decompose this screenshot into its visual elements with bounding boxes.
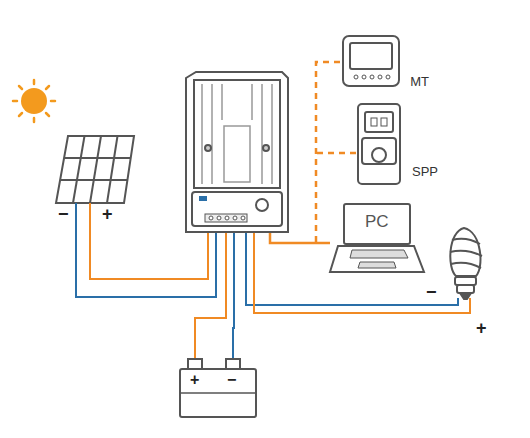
mt-meter — [343, 36, 399, 86]
charge-controller — [186, 72, 288, 232]
pc-laptop — [330, 204, 424, 272]
negative-sign: − — [426, 282, 437, 302]
positive-sign: + — [476, 318, 487, 338]
pc-node: PC — [328, 202, 424, 274]
sun-icon — [13, 80, 55, 122]
battery-node: +− — [176, 356, 260, 420]
positive-sign: + — [190, 370, 199, 390]
pc-label: PC — [365, 212, 389, 232]
battery — [180, 359, 256, 417]
spp-device — [358, 104, 400, 184]
cfl-bulb — [450, 228, 482, 299]
spp-label: SPP — [412, 162, 438, 182]
mt-meter-node: MT — [340, 30, 430, 92]
negative-sign: − — [58, 204, 69, 224]
solar-panel — [56, 136, 134, 203]
negative-sign: − — [227, 370, 236, 390]
mt-label: MT — [410, 72, 429, 92]
spp-node: SPP — [355, 100, 445, 190]
positive-sign: + — [102, 204, 113, 224]
solar-panel-node: −+ — [50, 128, 142, 228]
bulb-node: −+ — [422, 224, 498, 340]
